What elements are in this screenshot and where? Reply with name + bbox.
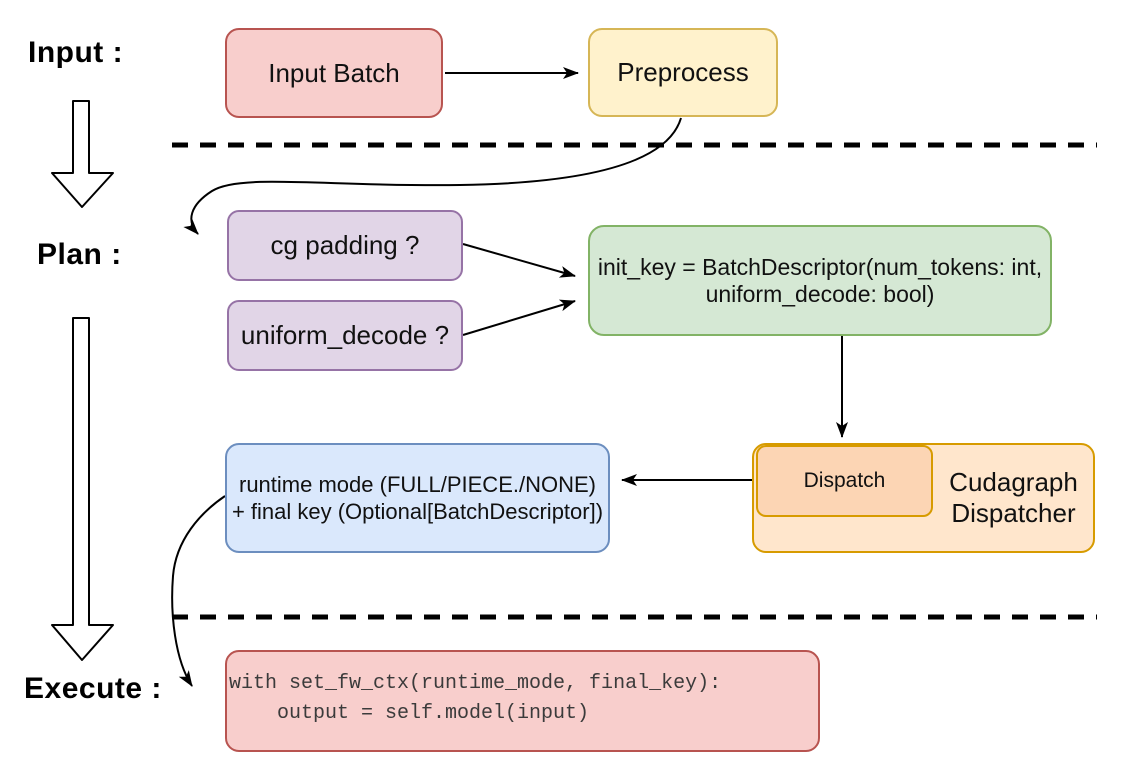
execute-code-line1: with set_fw_ctx(runtime_mode, final_key)… bbox=[229, 672, 722, 695]
node-runtime-mode-line2: + final key (Optional[BatchDescriptor]) bbox=[231, 499, 604, 524]
node-init-key: init_key = BatchDescriptor(num_tokens: i… bbox=[588, 225, 1052, 336]
execute-code-line2: output = self.model(input) bbox=[229, 702, 590, 725]
node-preprocess: Preprocess bbox=[588, 28, 778, 117]
edge-preprocess-cgpadding bbox=[183, 117, 682, 235]
edge-uniformdecode-initkey bbox=[462, 299, 576, 336]
node-input-batch: Input Batch bbox=[225, 28, 443, 118]
input-phase-arrow bbox=[51, 100, 114, 208]
cudagraph-dispatcher-line1: Cudagraph bbox=[949, 467, 1078, 497]
cudagraph-dispatcher-label: Cudagraph Dispatcher bbox=[932, 443, 1095, 553]
node-cg-padding: cg padding ? bbox=[227, 210, 463, 281]
node-init-key-line2: uniform_decode: bool) bbox=[705, 280, 935, 307]
node-uniform-decode-label: uniform_decode ? bbox=[240, 320, 450, 350]
node-input-batch-label: Input Batch bbox=[268, 57, 400, 88]
node-preprocess-label: Preprocess bbox=[617, 57, 749, 87]
node-runtime-mode-line1: runtime mode (FULL/PIECE./NONE) bbox=[239, 472, 596, 497]
node-dispatch-label: Dispatch bbox=[803, 469, 886, 492]
node-uniform-decode: uniform_decode ? bbox=[227, 300, 463, 371]
node-runtime-mode: runtime mode (FULL/PIECE./NONE) + final … bbox=[225, 443, 610, 553]
plan-phase-label: Plan : bbox=[37, 238, 122, 271]
execute-phase-label: Execute : bbox=[24, 672, 162, 705]
cudagraph-dispatcher-line2: Dispatcher bbox=[951, 498, 1076, 528]
node-dispatch: Dispatch bbox=[756, 445, 933, 517]
node-init-key-line1: init_key = BatchDescriptor(num_tokens: i… bbox=[597, 253, 1043, 280]
node-execute-code: with set_fw_ctx(runtime_mode, final_key)… bbox=[225, 650, 820, 752]
edge-cgpadding-initkey bbox=[462, 243, 576, 278]
plan-phase-arrow bbox=[51, 317, 114, 661]
edge-runtime-code bbox=[171, 495, 226, 687]
input-phase-label: Input : bbox=[28, 36, 124, 69]
node-cg-padding-label: cg padding ? bbox=[270, 230, 420, 260]
